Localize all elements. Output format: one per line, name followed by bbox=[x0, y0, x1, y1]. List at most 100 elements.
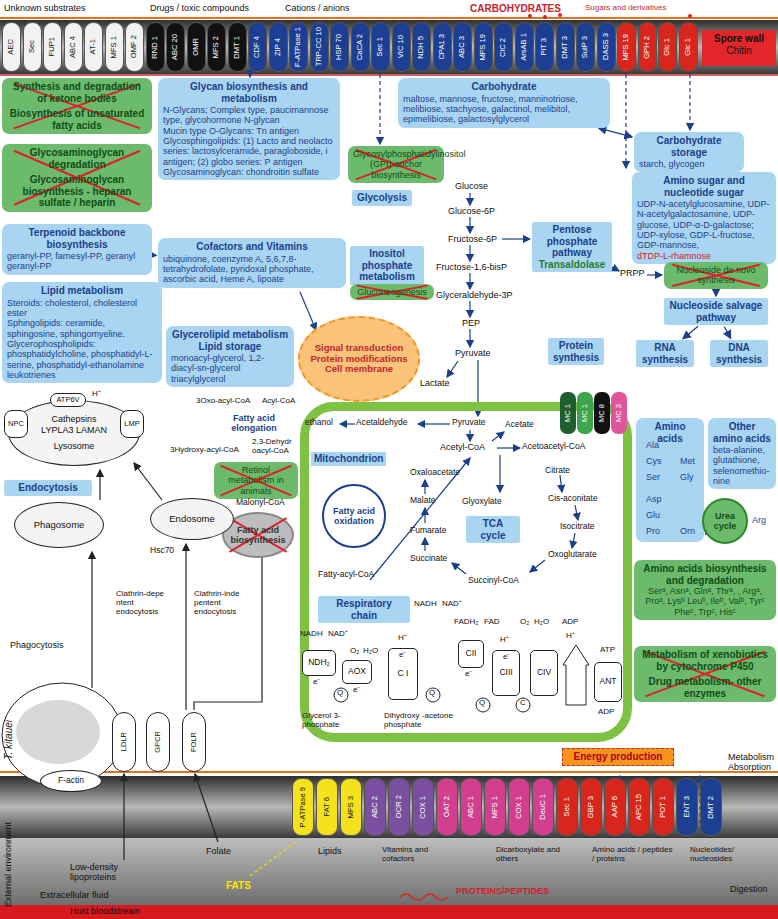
label: FAD bbox=[484, 618, 500, 627]
spore-wall-box: Spore wallChitin bbox=[702, 30, 776, 66]
label: Dihydroxy -acetone phosphate bbox=[384, 712, 454, 730]
node-text: Glycosaminoglycan biosynthesis - heparan… bbox=[7, 174, 147, 209]
label: Oxaloacetate bbox=[410, 468, 460, 478]
transporter-shape: CDF 4 bbox=[248, 22, 267, 72]
label: Q bbox=[429, 689, 435, 698]
node-text: Energy production bbox=[565, 751, 671, 763]
node-text: Endocytosis bbox=[8, 482, 88, 494]
pathway-box: Cofactors and Vitaminsubiquinone, coenzy… bbox=[158, 238, 346, 288]
label: Asp bbox=[646, 494, 662, 504]
receptor-shape: LDLR bbox=[112, 712, 136, 772]
node-text: MC 1 bbox=[564, 404, 573, 422]
connector bbox=[599, 128, 632, 137]
membrane-protein: ATP6V bbox=[50, 393, 86, 407]
node-text: Signal transduction bbox=[315, 343, 404, 354]
process-ellipse: Signal transductionProtein modifications… bbox=[298, 316, 420, 402]
transporter-shape: MFS 1 bbox=[105, 22, 124, 72]
label: Cis-aconitate bbox=[548, 494, 598, 504]
label: Metabolism bbox=[728, 752, 774, 762]
label: Acetoacetyl-CoA bbox=[522, 442, 585, 452]
node-text: AAP 6 bbox=[611, 796, 620, 817]
transporter-shape: RND 1 bbox=[146, 22, 165, 72]
transporter-shape: DASS 3 bbox=[597, 22, 616, 72]
pathway-label-box: Glycolysis bbox=[352, 190, 412, 206]
pathway-label-box: RNA synthesis bbox=[636, 340, 694, 367]
transporter-shape: ABC 4 bbox=[64, 22, 83, 72]
node-text: Cell membrane bbox=[325, 364, 393, 375]
label: ADP bbox=[598, 708, 614, 717]
transporter-shape: ZIP 4 bbox=[269, 22, 288, 72]
transporter-shape: TRP-CC 10 bbox=[310, 22, 329, 72]
label: Ala bbox=[646, 440, 659, 450]
pathway-label-box: Nucleoside salvage pathway bbox=[664, 298, 768, 325]
node-text: VIC 10 bbox=[397, 35, 406, 58]
transporter-shape: ABC 3 bbox=[453, 22, 472, 72]
label: NADH bbox=[300, 630, 323, 639]
transporter-shape: Sec 1 bbox=[556, 778, 578, 836]
pathway-label-box: TCA cycle bbox=[466, 516, 520, 543]
transporter-shape: OAT 2 bbox=[436, 778, 458, 836]
transporter-shape: Glc 1 bbox=[658, 22, 677, 72]
node-text: CDF 4 bbox=[253, 36, 262, 58]
node-text: Cofactors and Vitamins bbox=[163, 241, 341, 253]
label: e⁻ bbox=[353, 686, 360, 695]
node-text: Glycerophospholipids: phosphatidylcholin… bbox=[7, 339, 157, 370]
node-text: Cathepsins LYPLA3 LAMAN bbox=[35, 414, 113, 435]
node-text: NDH₂ bbox=[308, 658, 330, 668]
vesicle-ellipse: Endosome bbox=[150, 498, 234, 540]
node-text: Amino acids biosynthesis and degradation bbox=[639, 563, 771, 586]
label: Succinyl-CoA bbox=[468, 576, 519, 586]
label: Extracellular fluid bbox=[40, 890, 109, 900]
node-text: Sec 1 bbox=[563, 797, 572, 816]
node-text: monoacyl-glycerol, 1,2-diacyl-sn-glycero… bbox=[171, 353, 289, 384]
label: 3Hydroxy-acyl-CoA bbox=[170, 446, 239, 455]
label: Acetyl-CoA bbox=[440, 442, 485, 452]
transporter-shape: DMT 3 bbox=[556, 22, 575, 72]
carrier-shape: MC 3 bbox=[611, 392, 627, 434]
transporter-shape: ABC 1 bbox=[460, 778, 482, 836]
node-text: TCA cycle bbox=[470, 518, 516, 541]
label: O₂ bbox=[350, 647, 359, 656]
carrier-shape: MC 1 bbox=[577, 392, 593, 434]
node-text: Mucin type O-Glycans: Tn antigen bbox=[163, 126, 335, 136]
membrane-protein: NPC bbox=[4, 410, 28, 438]
label: FADH₂ bbox=[454, 618, 478, 627]
node-text: F-ATPase 1 bbox=[294, 27, 303, 67]
node-text: ArsAB 1 bbox=[520, 33, 529, 61]
label: Folate bbox=[206, 846, 231, 856]
label: Glu bbox=[646, 510, 660, 520]
node-text: LDLR bbox=[120, 732, 129, 751]
label: Fatty-acyl-CoA bbox=[318, 570, 374, 580]
transporter-shape: AT-1 bbox=[84, 22, 103, 72]
transporter-shape: HSP 70 bbox=[330, 22, 349, 72]
transporter-shape: APC 15 bbox=[628, 778, 650, 836]
node-text: Carbohydrate bbox=[403, 81, 605, 93]
node-text: ABC 20 bbox=[171, 34, 180, 60]
transporter-shape: POT 1 bbox=[652, 778, 674, 836]
label: NAD⁺ bbox=[328, 630, 348, 639]
node-text: Fatty acid biosynthesis bbox=[227, 525, 289, 546]
node-text: CIV bbox=[537, 668, 551, 678]
node-text: DMT 2 bbox=[707, 796, 716, 819]
label: PROTEINS/PEPTIDES bbox=[456, 886, 549, 896]
node-text: Biosynthesis of unsaturated fatty acids bbox=[7, 108, 147, 131]
node-text: DeuC 1 bbox=[539, 794, 548, 820]
node-text: Spore wall bbox=[704, 33, 774, 45]
transporter-shape: OMF 2 bbox=[125, 22, 144, 72]
absent-pathway-box: Nucleoside de novo synthesis bbox=[664, 262, 768, 289]
node-text: COX 1 bbox=[419, 796, 428, 819]
label: PRPP bbox=[620, 268, 645, 278]
absent-pathway-box: Metabolism of xenobiotics by cytochrome … bbox=[634, 646, 776, 702]
node-text: FOLR bbox=[190, 732, 199, 752]
node-text: Metabolism of xenobiotics by cytochrome … bbox=[639, 649, 771, 672]
node-text: SulP 3 bbox=[581, 36, 590, 58]
transporter-shape: MFS 3 bbox=[340, 778, 362, 836]
node-text: AT-1 bbox=[89, 39, 98, 54]
label: Sugars and derivatives bbox=[585, 4, 666, 13]
absent-pathway-box: Synthesis and degradation of ketone bodi… bbox=[2, 78, 152, 134]
label: Arg bbox=[752, 515, 766, 525]
label: Pyruvate bbox=[455, 348, 491, 358]
label: Phagocytosis bbox=[10, 640, 64, 650]
node-text: ABC 2 bbox=[371, 796, 380, 818]
node-text: F-actin bbox=[58, 776, 84, 786]
